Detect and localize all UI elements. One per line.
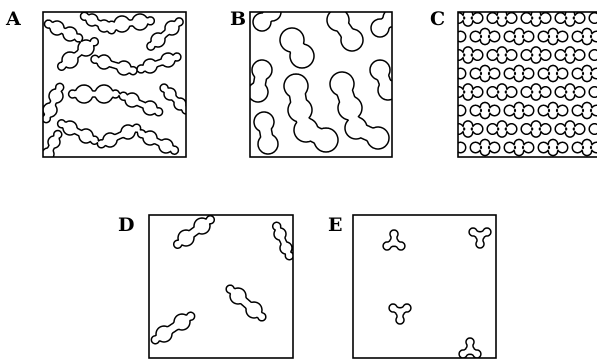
panel-c-lattice	[452, 10, 597, 156]
panel-a-clusters	[40, 12, 190, 165]
panel-d	[149, 215, 293, 358]
panel-c	[452, 10, 597, 157]
panel-c-shapes	[452, 10, 597, 156]
panel-e-trimers	[383, 228, 491, 358]
panel-e-shapes	[383, 228, 491, 358]
panel-b	[248, 5, 400, 157]
panel-d-frame	[149, 215, 293, 358]
panel-b-frame	[250, 12, 392, 157]
panel-b-shapes	[248, 5, 400, 154]
panel-e	[353, 215, 496, 358]
panel-c-frame	[458, 12, 597, 157]
panel-b-network	[248, 5, 400, 154]
panel-a	[40, 12, 190, 166]
panel-a-shapes	[40, 12, 190, 165]
panel-d-dimers	[151, 216, 293, 344]
panel-d-shapes	[151, 216, 293, 344]
